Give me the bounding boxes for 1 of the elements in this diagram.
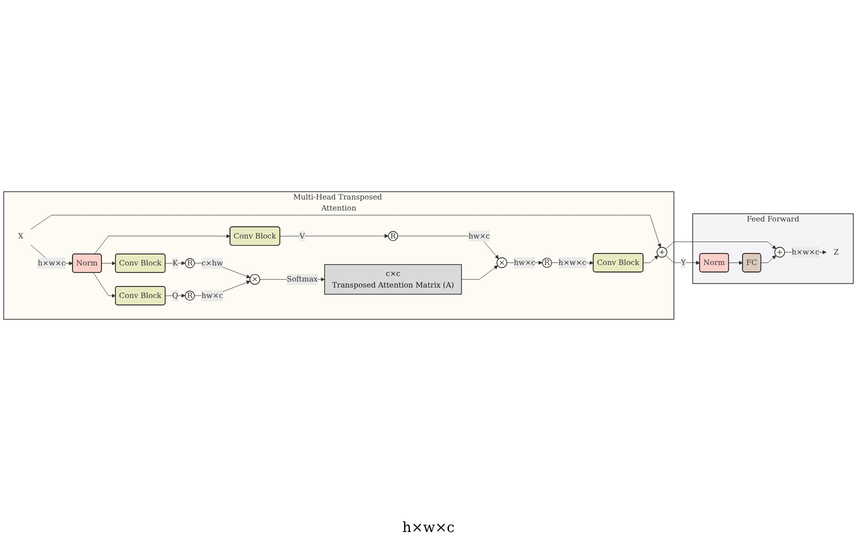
dimension-label: h×w×c bbox=[402, 520, 455, 536]
